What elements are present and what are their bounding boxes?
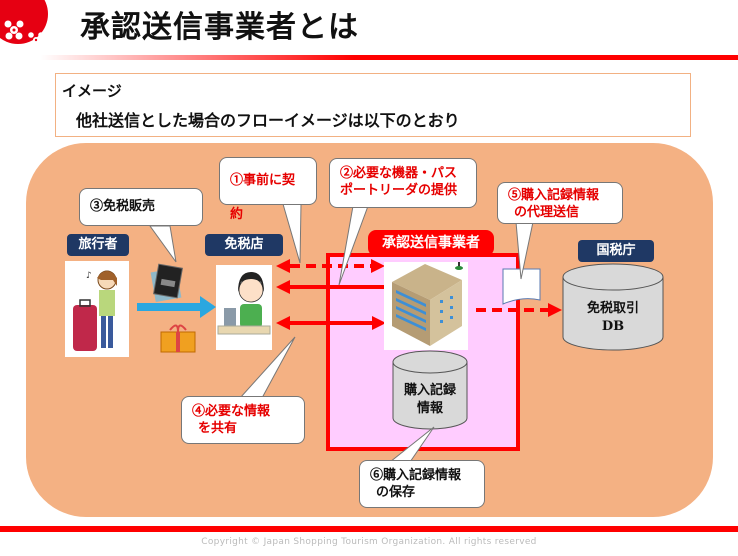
info-share-arrow	[276, 316, 386, 330]
callout-step4-line1: ④必要な情報	[192, 404, 271, 419]
traveler-label: 旅行者	[67, 234, 129, 256]
sakura-logo	[0, 0, 62, 54]
traveler-icon: ♪	[65, 261, 129, 357]
callout-step6-line2: の保存	[376, 485, 416, 500]
image-description: 他社送信とした場合のフローイメージは以下のとおり	[76, 111, 460, 130]
passport-icon	[150, 263, 184, 303]
svg-text:♪: ♪	[86, 271, 92, 281]
records-label-line1: 購入記録	[403, 383, 456, 398]
callout-step3: ③免税販売	[79, 188, 203, 226]
page-title: 承認送信事業者とは	[80, 10, 359, 45]
store-label: 免税店	[205, 234, 283, 256]
records-cylinder	[392, 350, 468, 430]
records-label: 購入記録 情報	[393, 382, 467, 418]
equipment-arrow	[276, 280, 388, 294]
tax-db-cylinder	[562, 263, 664, 351]
callout-step4-line2: を共有	[198, 421, 238, 436]
callout-step1-text: ①事前に契約	[230, 173, 296, 222]
tax-agency-label: 国税庁	[578, 240, 654, 262]
image-heading: イメージ	[62, 82, 122, 100]
proxy-send-arrow	[476, 303, 562, 317]
tax-db-label-line1: 免税取引	[586, 301, 639, 316]
callout-step2-line2: ポートリーダの提供	[340, 183, 458, 198]
image-description-box: イメージ 他社送信とした場合のフローイメージは以下のとおり	[55, 73, 691, 137]
sakura-logo-icon	[0, 0, 61, 48]
callout-step2: ②必要な機器・パス ポートリーダの提供	[329, 158, 477, 208]
sale-arrow	[137, 296, 216, 318]
callout-tails	[149, 203, 534, 463]
callout-step5: ⑤購入記録情報 の代理送信	[497, 182, 623, 224]
operator-label: 承認送信事業者	[368, 230, 494, 256]
gift-box-icon	[160, 324, 196, 353]
callout-step6: ⑥購入記録情報 の保存	[359, 460, 485, 508]
footer-divider	[0, 526, 738, 532]
callout-step3-text: ③免税販売	[90, 199, 156, 214]
title-underline	[40, 55, 738, 60]
callout-step5-line1: ⑤購入記録情報	[508, 188, 600, 203]
callout-step2-line1: ②必要な機器・パス	[340, 166, 458, 181]
tax-db-label: 免税取引 DB	[563, 300, 663, 336]
callout-step1: ①事前に契約	[219, 157, 317, 222]
callout-step5-line2: の代理送信	[514, 205, 580, 220]
callout-step4: ④必要な情報 を共有	[181, 396, 305, 444]
callout-step6-line1: ⑥購入記録情報	[370, 468, 462, 483]
tax-db-label-line2: DB	[601, 319, 625, 334]
office-building-icon	[384, 262, 468, 350]
records-label-line2: 情報	[416, 401, 443, 416]
store-clerk-icon	[216, 265, 272, 350]
document-icon	[502, 268, 541, 305]
copyright-text: Copyright © Japan Shopping Tourism Organ…	[201, 537, 537, 547]
contract-arrow-dashed	[276, 259, 385, 273]
